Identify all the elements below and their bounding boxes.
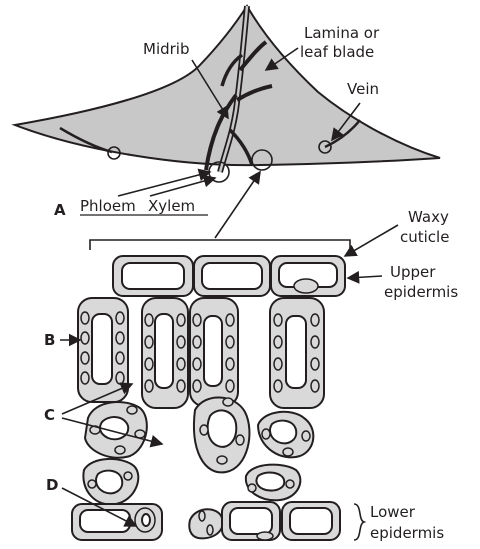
label-c: C: [44, 406, 55, 424]
label-vein: Vein: [347, 80, 379, 98]
label-lower-1: Lower: [370, 503, 416, 521]
label-waxy-2: cuticle: [400, 228, 449, 246]
label-midrib: Midrib: [143, 40, 190, 58]
label-waxy-1: Waxy: [408, 208, 449, 226]
label-a: A: [54, 201, 66, 219]
label-upper-1: Upper: [390, 263, 436, 281]
lower-epidermis-cells: [72, 502, 340, 540]
label-lamina-2: leaf blade: [300, 43, 374, 61]
upper-epidermis-cells: [113, 256, 345, 296]
label-b: B: [44, 331, 55, 349]
label-xylem: Xylem: [148, 197, 195, 215]
label-phloem: Phloem: [80, 197, 136, 215]
label-lamina-1: Lamina or: [304, 24, 380, 42]
spongy-cells: [83, 397, 313, 504]
label-d: D: [46, 476, 58, 494]
label-lower-2: epidermis: [370, 524, 444, 542]
label-upper-2: epidermis: [384, 283, 458, 301]
